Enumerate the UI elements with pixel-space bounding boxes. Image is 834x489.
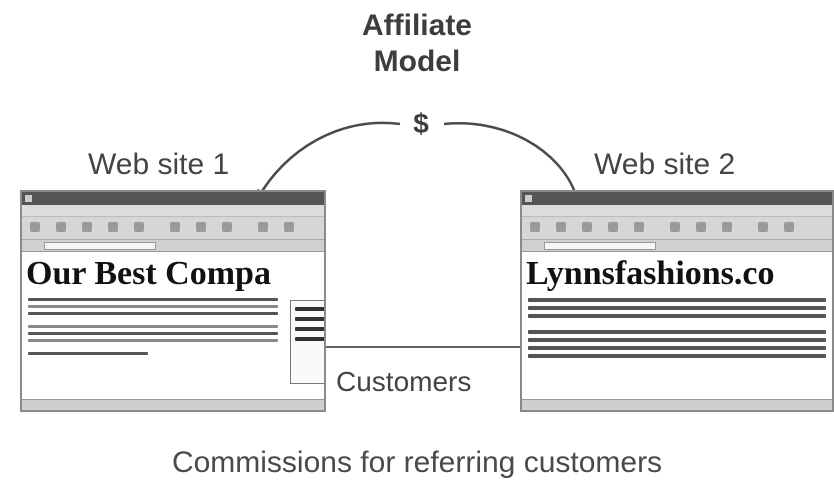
print-icon bbox=[284, 222, 294, 232]
mail-icon bbox=[758, 222, 768, 232]
text-line bbox=[528, 354, 826, 358]
customers-flow-label: Customers bbox=[334, 366, 474, 398]
stop-icon bbox=[82, 222, 92, 232]
back-icon bbox=[530, 222, 540, 232]
commission-line-from-site2 bbox=[443, 122, 578, 196]
diagram-title: Affiliate Model bbox=[0, 8, 834, 80]
browser-app-icon bbox=[525, 195, 532, 202]
search-icon bbox=[670, 222, 680, 232]
website1-content: Our Best Compa bbox=[22, 252, 324, 400]
browser-toolbar bbox=[22, 217, 324, 240]
text-line bbox=[28, 332, 278, 335]
text-line bbox=[28, 305, 278, 308]
browser-titlebar bbox=[22, 192, 324, 205]
history-icon bbox=[722, 222, 732, 232]
text-line bbox=[28, 352, 148, 355]
browser-menubar bbox=[522, 205, 832, 217]
text-line bbox=[295, 307, 324, 311]
mail-icon bbox=[258, 222, 268, 232]
text-line bbox=[295, 317, 324, 321]
text-line bbox=[528, 330, 826, 334]
forward-icon bbox=[556, 222, 566, 232]
address-field bbox=[44, 242, 156, 250]
browser-titlebar bbox=[522, 192, 832, 205]
browser-menubar bbox=[22, 205, 324, 217]
refresh-icon bbox=[108, 222, 118, 232]
browser-statusbar bbox=[22, 399, 324, 410]
browser-statusbar bbox=[522, 399, 832, 410]
title-line-1: Affiliate bbox=[361, 9, 472, 42]
browser-toolbar bbox=[522, 217, 832, 240]
text-line bbox=[295, 337, 324, 341]
home-icon bbox=[634, 222, 644, 232]
back-icon bbox=[30, 222, 40, 232]
text-line bbox=[28, 312, 278, 315]
text-line bbox=[28, 339, 278, 342]
ad-banner-box bbox=[290, 300, 324, 384]
search-icon bbox=[170, 222, 180, 232]
text-line bbox=[528, 298, 826, 302]
website2-headline: Lynnsfashions.co bbox=[526, 255, 775, 292]
favorites-icon bbox=[696, 222, 706, 232]
forward-icon bbox=[56, 222, 66, 232]
text-line bbox=[528, 338, 826, 342]
home-icon bbox=[134, 222, 144, 232]
address-bar bbox=[22, 240, 324, 252]
text-line bbox=[295, 327, 324, 331]
history-icon bbox=[222, 222, 232, 232]
text-line bbox=[528, 306, 826, 310]
money-symbol: $ bbox=[413, 108, 429, 139]
text-line bbox=[28, 325, 278, 328]
print-icon bbox=[784, 222, 794, 232]
text-line bbox=[528, 346, 826, 350]
website2-label: Web site 2 bbox=[594, 148, 736, 181]
address-field bbox=[544, 242, 656, 250]
text-line bbox=[28, 298, 278, 301]
title-line-2: Model bbox=[373, 45, 461, 78]
website1-label: Web site 1 bbox=[88, 148, 230, 181]
favorites-icon bbox=[196, 222, 206, 232]
stop-icon bbox=[582, 222, 592, 232]
website2-browser-window: Lynnsfashions.co bbox=[520, 190, 834, 412]
commission-arrow-to-site1 bbox=[256, 121, 401, 200]
text-line bbox=[528, 314, 826, 318]
diagram-caption: Commissions for referring customers bbox=[171, 446, 663, 479]
browser-app-icon bbox=[25, 195, 32, 202]
website2-content: Lynnsfashions.co bbox=[522, 252, 832, 400]
website1-browser-window: Our Best Compa bbox=[20, 190, 326, 412]
website1-headline: Our Best Compa bbox=[26, 255, 271, 292]
address-bar bbox=[522, 240, 832, 252]
refresh-icon bbox=[608, 222, 618, 232]
